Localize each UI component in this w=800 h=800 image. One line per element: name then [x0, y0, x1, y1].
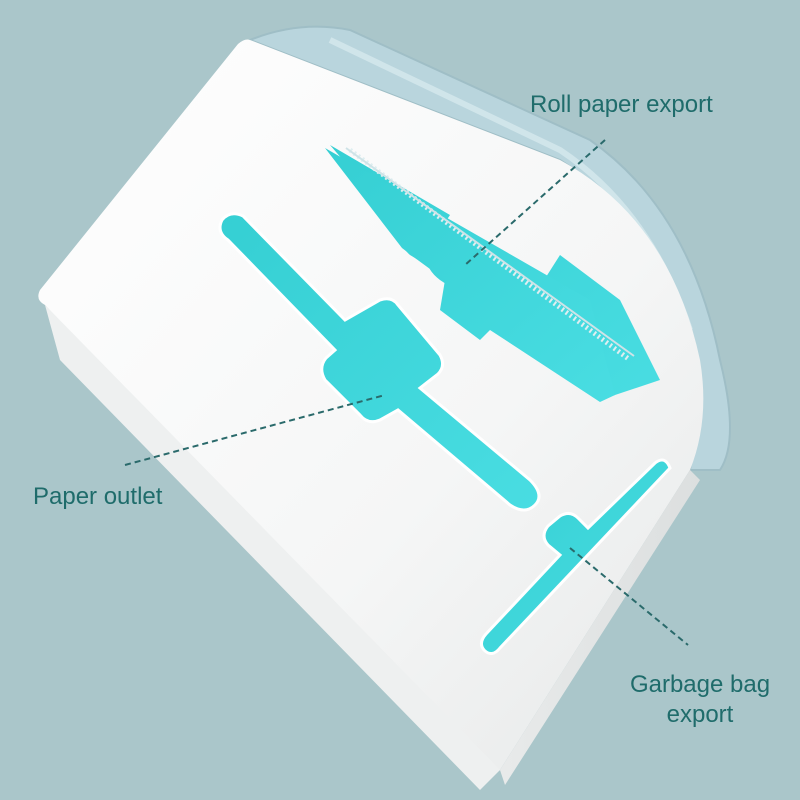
garbage-bag-slot — [479, 458, 672, 655]
leader-garbage-bag — [569, 547, 689, 646]
paper-outlet-slot — [218, 212, 541, 512]
cutter-teeth — [348, 148, 632, 362]
label-garbage-bag-line1: Garbage bag — [629, 671, 771, 698]
roll-paper-slot-main — [325, 148, 615, 402]
label-paper-outlet: Paper outlet — [33, 483, 163, 510]
label-garbage-bag-line2: export — [666, 701, 734, 728]
leader-roll-paper — [464, 139, 606, 266]
body-side — [45, 305, 500, 790]
label-garbage-bag-export: Garbage bag export — [625, 670, 775, 730]
leader-paper-outlet — [124, 394, 386, 466]
label-roll-paper-export: Roll paper export — [530, 91, 713, 118]
